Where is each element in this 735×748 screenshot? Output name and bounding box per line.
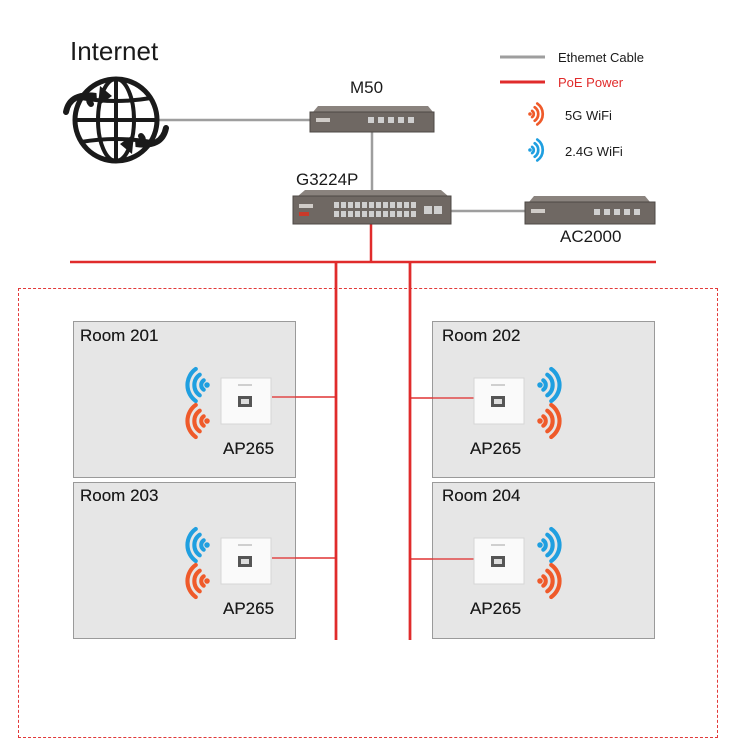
room-204 xyxy=(432,482,655,639)
globe-icon xyxy=(63,76,169,164)
room-202-label: Room 202 xyxy=(442,326,521,345)
router-device xyxy=(309,106,435,133)
wifi-arc xyxy=(533,141,540,159)
coverage-zone xyxy=(18,288,718,738)
wifi-arc xyxy=(535,138,545,162)
legend-24g-label: 2.4G WiFi xyxy=(565,144,623,159)
wifi-arc xyxy=(530,145,536,155)
room-203-label: Room 203 xyxy=(80,486,159,505)
legend-poe-label: PoE Power xyxy=(558,75,624,90)
legend-5g-label: 5G WiFi xyxy=(565,108,612,123)
wifi-arc xyxy=(533,105,540,123)
legend-ethernet-label: Ethemet Cable xyxy=(558,50,644,65)
wifi-5g-icon xyxy=(528,102,545,126)
switch-device xyxy=(292,190,452,225)
room-203 xyxy=(73,482,296,639)
ap-203-label: AP265 xyxy=(223,599,275,618)
controller-label: AC2000 xyxy=(560,227,622,246)
wifi-dot xyxy=(528,148,532,152)
room-204-label: Room 204 xyxy=(442,486,521,505)
controller-device xyxy=(524,196,656,225)
wifi-dot xyxy=(528,112,532,116)
wifi-arc xyxy=(530,109,536,119)
room-202 xyxy=(432,321,655,478)
ap-202-label: AP265 xyxy=(470,439,522,458)
switch-label: G3224P xyxy=(296,170,359,189)
ap-204-label: AP265 xyxy=(470,599,522,618)
room-201-label: Room 201 xyxy=(80,326,159,345)
ap-201-label: AP265 xyxy=(223,439,275,458)
internet-label: Internet xyxy=(70,36,159,66)
wifi-arc xyxy=(535,102,545,126)
router-label: M50 xyxy=(350,78,384,97)
wifi-24g-icon xyxy=(528,138,545,162)
